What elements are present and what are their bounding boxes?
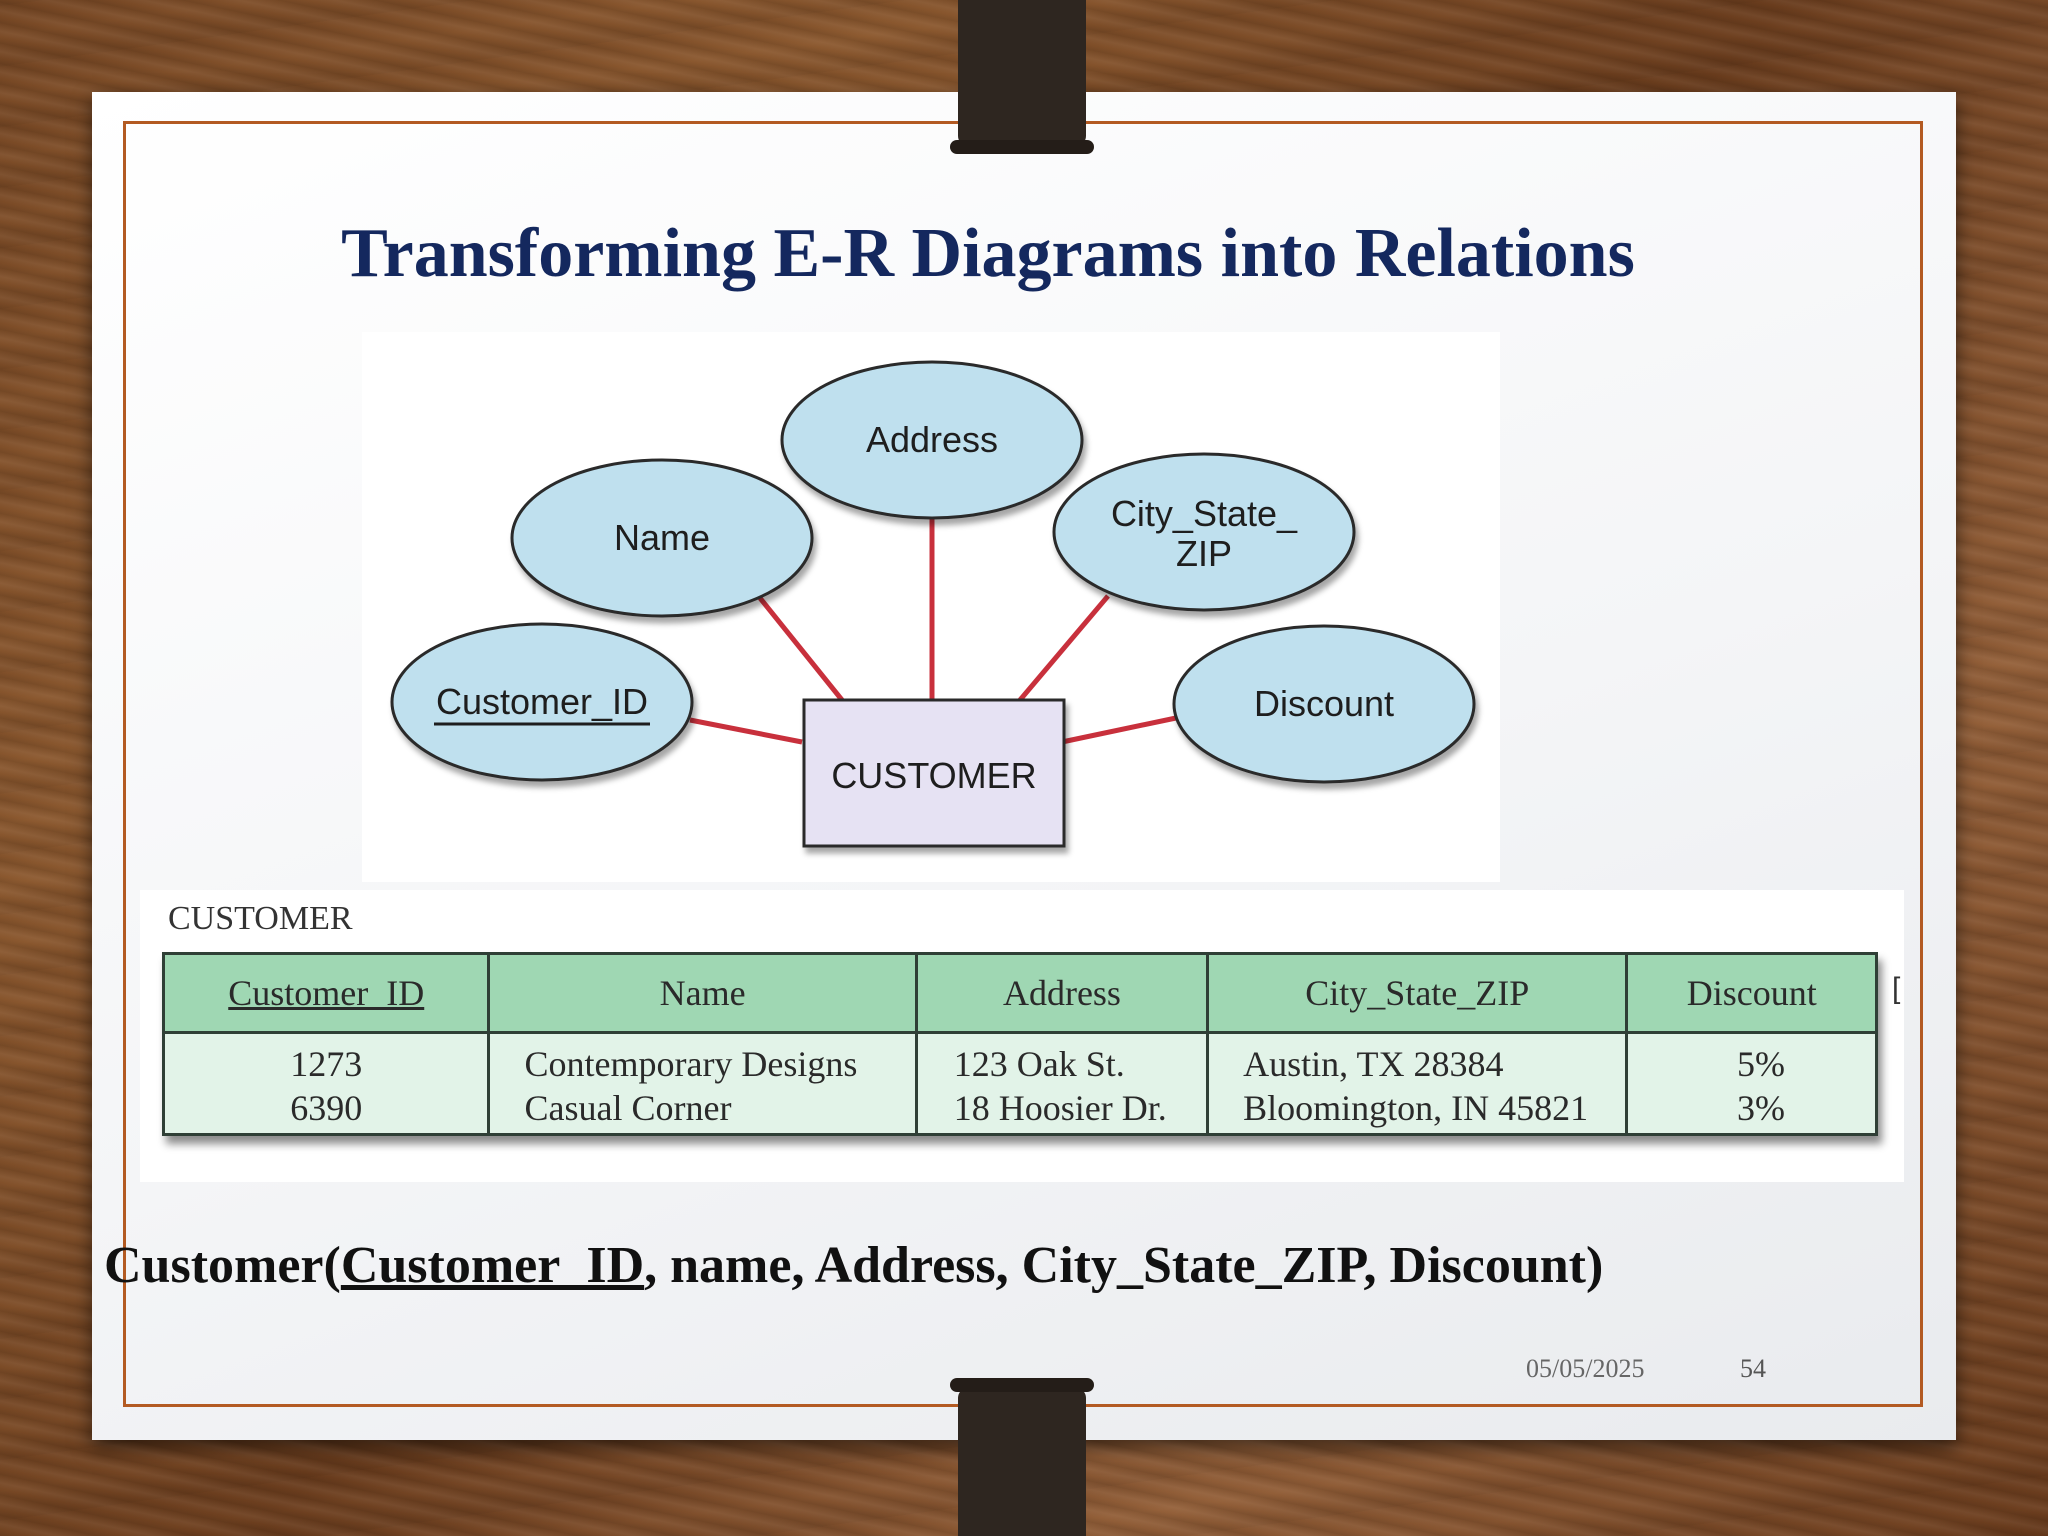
table-cell: 18 Hoosier Dr.: [953, 1088, 1167, 1128]
attribute-ellipse-city-state-zip: [1052, 452, 1356, 612]
attribute-ellipse-name: [510, 458, 814, 618]
column-header-customer-id: Customer_ID: [228, 973, 425, 1013]
table-cell: 1273: [290, 1044, 363, 1084]
table-cell: 5%: [1737, 1044, 1785, 1084]
cell-city-state-zip: Austin, TX 28384 Bloomington, IN 45821: [1206, 1032, 1629, 1136]
attribute-label-name: Name: [614, 517, 710, 558]
column-header: Discount: [1625, 952, 1878, 1034]
slide-date: 05/05/2025: [1526, 1354, 1645, 1383]
relation-schema: Customer(Customer_ID, name, Address, Cit…: [104, 1236, 1603, 1295]
attribute-label-discount: Discount: [1254, 683, 1394, 724]
column-header: Customer_ID: [161, 952, 491, 1034]
table-header-row: Customer_ID Name Address City_State_ZIP …: [161, 952, 1878, 1034]
cell-name: Contemporary Designs Casual Corner: [487, 1032, 918, 1136]
attribute-label-customer-id: Customer_ID: [436, 681, 648, 722]
table-cell: Austin, TX 28384: [1243, 1044, 1504, 1084]
relation-attributes: , name, Address, City_State_ZIP, Discoun…: [644, 1237, 1604, 1294]
slide-page-number: 54: [1740, 1354, 1766, 1383]
attribute-ellipse-address: [780, 360, 1084, 520]
entity-box-customer: [802, 698, 1066, 848]
table-cell: 3%: [1737, 1088, 1785, 1128]
er-diagram-panel: Customer_ID Name Address City_State_ ZIP…: [362, 332, 1500, 882]
relation-primary-key: Customer_ID: [340, 1237, 645, 1294]
table-caption: CUSTOMER: [168, 900, 353, 937]
top-clip-base: [950, 140, 1094, 154]
table-cell: 123 Oak St.: [953, 1044, 1125, 1084]
slide-title: Transforming E-R Diagrams into Relations: [341, 215, 1635, 292]
attribute-label-zip: ZIP: [1176, 533, 1232, 574]
attribute-ellipse-discount: [1172, 624, 1476, 784]
connector-name: [758, 596, 844, 702]
top-clip: [958, 0, 1086, 146]
table-cell: 6390: [290, 1088, 363, 1128]
connector-customer-id: [689, 717, 803, 745]
attribute-label-city-state: City_State_: [1111, 493, 1298, 534]
attribute-label-address: Address: [866, 419, 998, 460]
cell-discount: 5% 3%: [1625, 1032, 1878, 1136]
relation-prefix: Customer(: [104, 1237, 341, 1294]
table-cell: Contemporary Designs: [524, 1044, 858, 1084]
er-diagram: Customer_ID Name Address City_State_ ZIP…: [390, 360, 1476, 848]
cell-customer-id: 1273 6390: [161, 1032, 491, 1136]
bottom-clip: [958, 1388, 1086, 1536]
entity-label-customer: CUSTOMER: [831, 755, 1036, 796]
column-header: Name: [487, 952, 918, 1034]
bottom-clip-base: [950, 1378, 1094, 1392]
relationship-lines: [689, 518, 1177, 745]
table-cell: Bloomington, IN 45821: [1243, 1088, 1589, 1128]
cell-address: 123 Oak St. 18 Hoosier Dr.: [914, 1032, 1210, 1136]
attribute-ellipse-customer-id: [390, 622, 694, 782]
customer-relation-table: Customer_ID Name Address City_State_ZIP …: [161, 952, 1878, 1136]
table-cell: Casual Corner: [524, 1088, 732, 1128]
column-header: Address: [914, 952, 1210, 1034]
column-header: City_State_ZIP: [1206, 952, 1629, 1034]
stray-character: [: [1892, 972, 1901, 1005]
connector-discount: [1061, 715, 1177, 745]
relation-table-panel: CUSTOMER Customer_ID Name Address City_S…: [140, 890, 1904, 1182]
connector-city-state-zip: [1018, 594, 1110, 702]
table-body: 1273 6390 Contemporary Designs Casual Co…: [161, 1032, 1878, 1136]
